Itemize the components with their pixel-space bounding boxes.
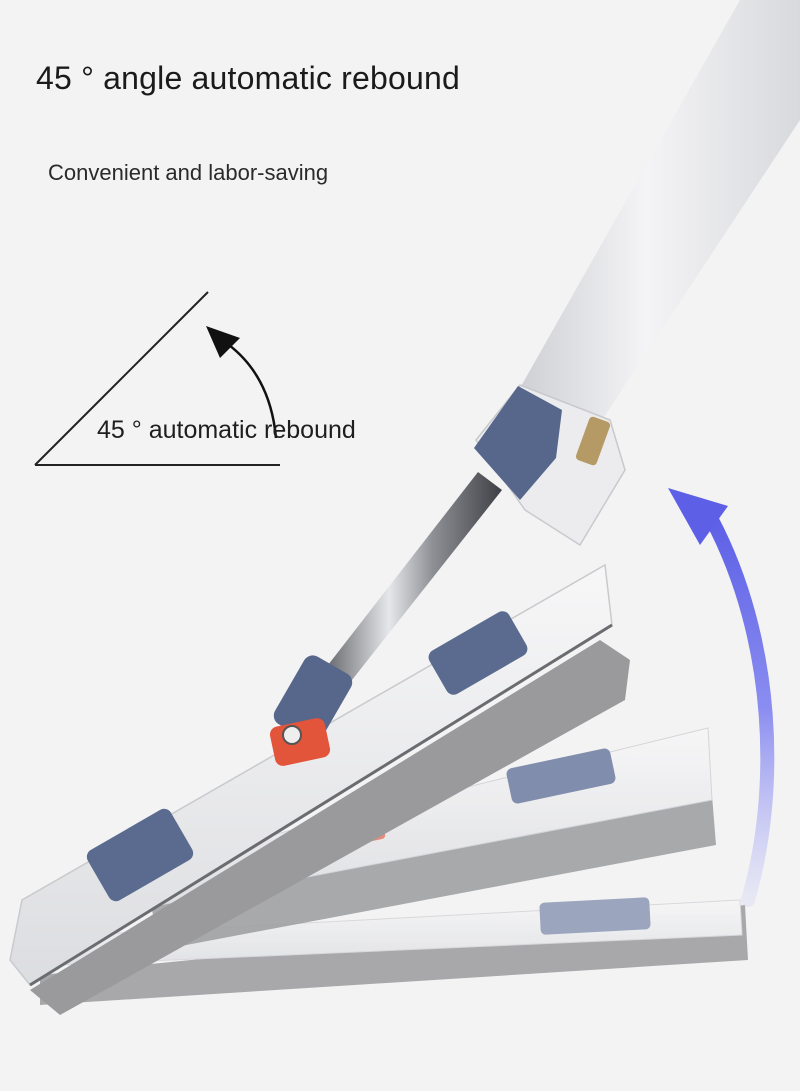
mop-head-main [9,563,630,1015]
motion-arrow-head-icon [668,488,728,545]
angle-diagram-label: 45 ° automatic rebound [97,416,356,444]
diagram-rotation-arrow [221,338,278,439]
mop-handle [474,0,800,547]
clip-block [506,748,616,804]
handle-pole [520,0,800,420]
diagram-hypotenuse [34,291,209,466]
rebound-motion-arrow [668,488,775,907]
clip-block [86,808,194,902]
bracket-slot [575,416,611,466]
angle-diagram [34,291,280,466]
headline: 45 ° angle automatic rebound [36,60,461,96]
steel-rod [328,472,502,680]
mop-joint [269,472,502,766]
clip-block [428,611,528,695]
bracket-blue-panel [474,386,562,500]
joint-collar [273,655,353,743]
subheadline: Convenient and labor-saving [48,160,329,185]
mop-ghost-lowest [40,897,748,1005]
pivot-screw-icon [282,725,302,745]
clip-block [539,897,651,935]
diagram-arrow-head-icon [206,326,240,358]
microfiber-pad [30,640,630,1015]
